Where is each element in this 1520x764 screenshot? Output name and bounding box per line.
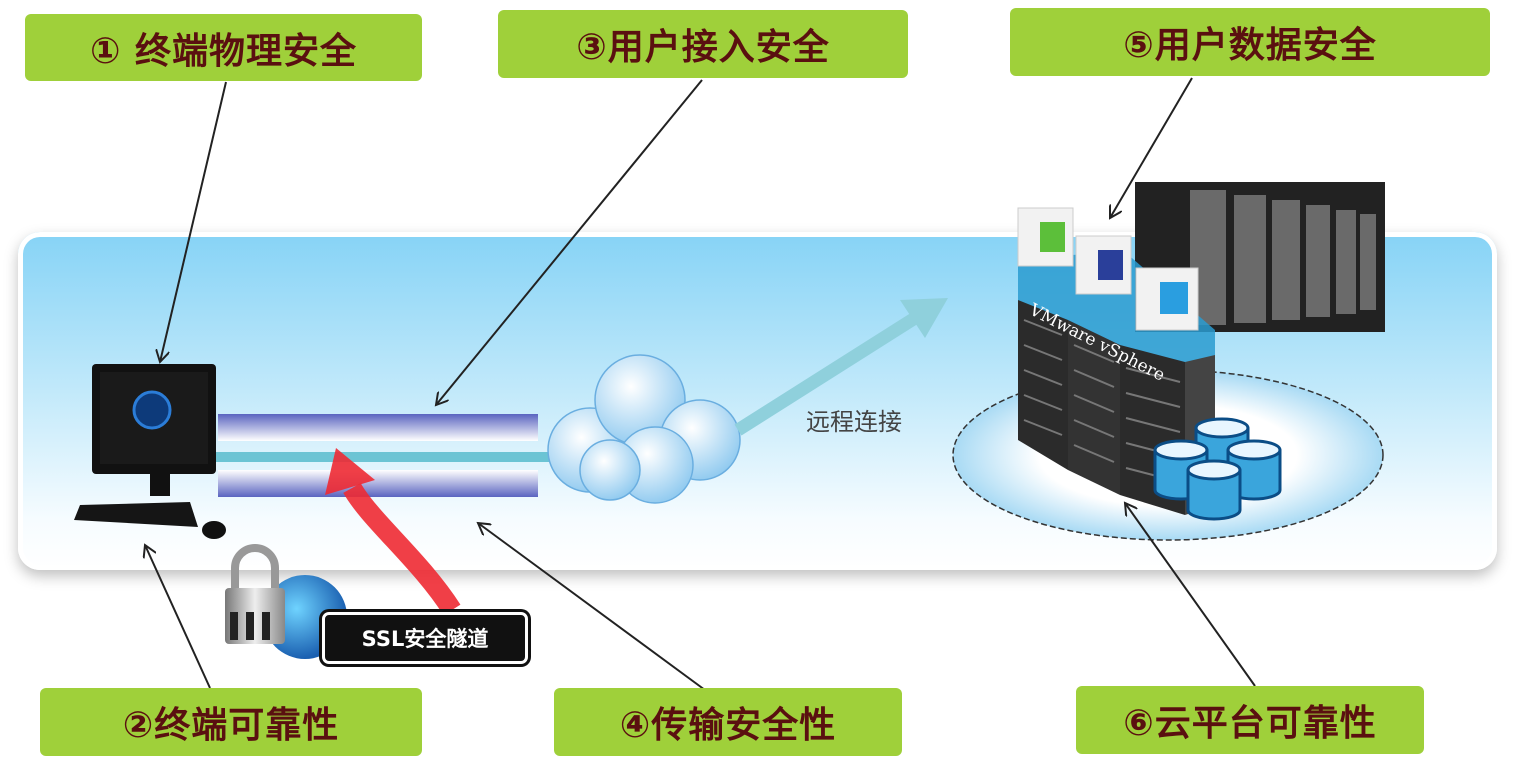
- label-user-data-security: ⑤用户数据安全: [1010, 8, 1490, 76]
- tunnel-top-bar: [218, 414, 538, 441]
- pointer-arrows: [145, 77, 1256, 691]
- arrow-5: [1110, 77, 1193, 218]
- label-terminal-physical-security: ① 终端物理安全: [25, 14, 422, 81]
- database-icons: [1153, 417, 1282, 521]
- server-row-icon: [1135, 182, 1385, 332]
- cloud-icon: [547, 354, 741, 504]
- tunnel-bottom-bar: [218, 470, 538, 497]
- label-terminal-reliability: ②终端可靠性: [40, 688, 422, 756]
- remote-connection-label: 远程连接: [806, 408, 902, 436]
- lock-globe-icon: [225, 544, 347, 659]
- ssl-tunnel-badge: SSL安全隧道: [322, 612, 528, 664]
- label-transmission-security: ④传输安全性: [554, 688, 902, 756]
- label-user-access-security: ③用户接入安全: [498, 10, 908, 78]
- arrow-3: [436, 79, 703, 405]
- virtual-machine-icons: [1017, 207, 1199, 331]
- arrow-1: [160, 81, 227, 362]
- ssl-red-arrow: [325, 448, 461, 616]
- computer-terminal-icon: [74, 364, 226, 539]
- label-cloud-platform-reliability: ⑥云平台可靠性: [1076, 686, 1424, 754]
- remote-connection-arrow: [734, 298, 948, 436]
- arrow-4: [478, 523, 706, 691]
- vsphere-layer: [1018, 252, 1215, 380]
- connection-line: [205, 452, 565, 462]
- arrow-2: [145, 545, 211, 689]
- arrow-6: [1125, 503, 1256, 687]
